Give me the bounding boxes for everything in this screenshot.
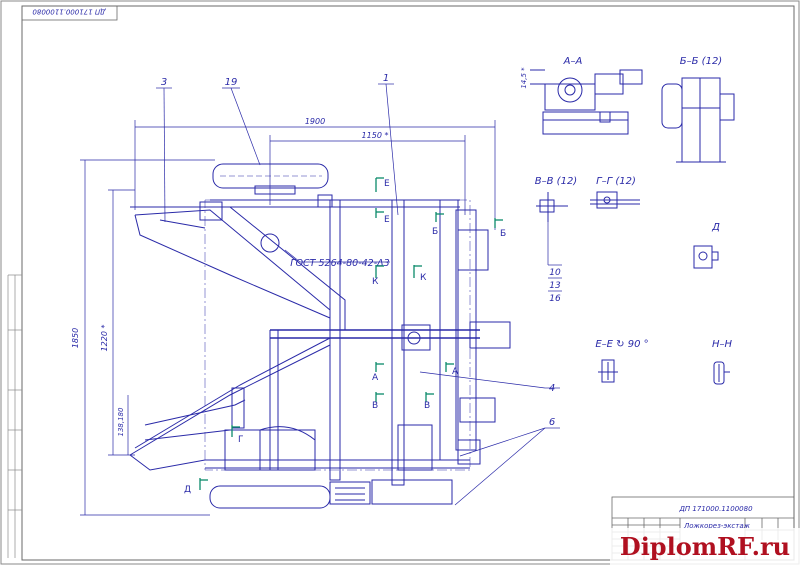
- callout-4: 4: [549, 383, 555, 394]
- view-d: [693, 245, 719, 269]
- mark-e-top: Е: [384, 179, 390, 189]
- mark-v1: В: [372, 401, 378, 411]
- dim-aa-height: 14,5 *: [520, 67, 528, 89]
- dim-small-height: 138,180: [117, 407, 125, 436]
- section-cut-arrows: [199, 177, 503, 490]
- mark-b1: Б: [432, 227, 438, 237]
- mark-k1: К: [372, 277, 379, 287]
- callout-1: 1: [383, 73, 389, 84]
- doc-code-bottom: ДП 171000.1100080: [678, 505, 753, 513]
- view-gg-title: Г–Г (12): [596, 176, 636, 187]
- dim-overall-height: 1850: [71, 328, 80, 348]
- view-d-title: Д: [711, 222, 720, 233]
- weld-note: ГОСТ 5264-80-42-Δ3: [290, 258, 389, 269]
- mark-a1: А: [372, 373, 379, 383]
- view-bb-title: Б–Б (12): [680, 56, 722, 67]
- mark-e-bottom: Е: [384, 215, 390, 225]
- callout-6: 6: [549, 417, 555, 428]
- leader-10: 10: [549, 268, 561, 278]
- doc-code-top-box: ДП 171000.1100080: [21, 5, 118, 21]
- callout-leaders: [156, 83, 562, 506]
- leader-13: 13: [549, 281, 561, 291]
- top-wheel-19: [212, 163, 329, 189]
- mark-d: Д: [184, 485, 191, 495]
- view-aa: [530, 69, 643, 135]
- view-vv-title: В–В (12): [535, 176, 577, 187]
- doc-code-top: ДП 171000.1100080: [32, 8, 107, 16]
- title-partial: Ложкорез-экстаж: [683, 522, 751, 530]
- dimension-lines: [80, 120, 496, 516]
- view-ee-title: Е–Е ↻ 90 °: [595, 339, 648, 350]
- mark-k2: К: [420, 273, 427, 283]
- view-nn-title: Н–Н: [712, 339, 733, 350]
- view-ee: [598, 359, 618, 383]
- sheet-inner-frame: [21, 5, 795, 561]
- watermark: DiplomRF.ru: [610, 528, 800, 565]
- view-bb: [661, 77, 735, 163]
- view-nn: [713, 361, 730, 385]
- main-view: [129, 163, 511, 509]
- mark-g: Г: [238, 435, 244, 445]
- mark-a2: А: [452, 367, 459, 377]
- callout-3: 3: [161, 77, 167, 88]
- mark-v2: В: [424, 401, 430, 411]
- callout-19: 19: [225, 77, 238, 88]
- mark-b2: Б: [500, 229, 506, 239]
- dim-inner-width: 1150 *: [362, 131, 389, 140]
- view-aa-title: А–А: [563, 56, 583, 67]
- view-gg: [590, 191, 640, 209]
- watermark-text: DiplomRF.ru: [620, 532, 790, 561]
- view-vv: [536, 192, 568, 222]
- binding-strip: [7, 274, 22, 558]
- leader-16: 16: [549, 294, 561, 304]
- dim-overall-width: 1900: [305, 117, 325, 126]
- dim-inner-height: 1220 *: [100, 325, 109, 352]
